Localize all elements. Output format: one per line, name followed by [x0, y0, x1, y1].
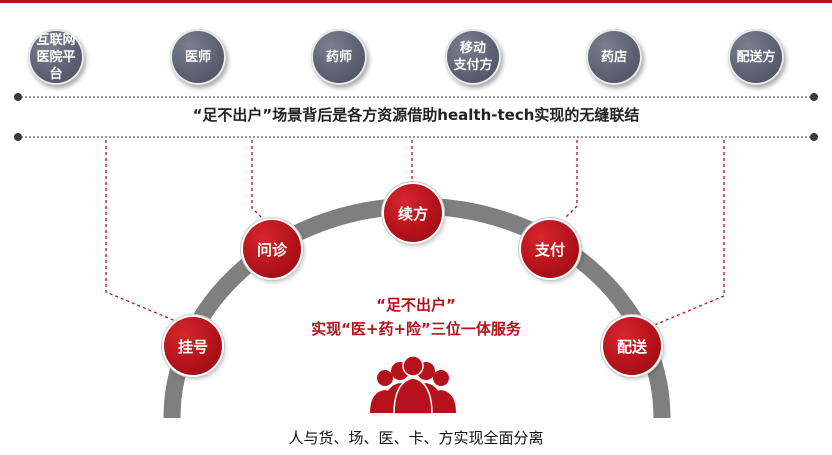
- connection-caption: “足不出户”场景背后是各方资源借助health-tech实现的无缝联结: [192, 106, 640, 124]
- actor-pharmacy: 药店: [586, 29, 642, 85]
- lower-line-left-dot: [14, 133, 22, 141]
- step-registration: 挂号: [164, 317, 222, 375]
- step-payment: 支付: [521, 220, 579, 278]
- upper-line-left-dot: [14, 93, 22, 101]
- actor-pharmacist: 药师: [311, 29, 367, 85]
- people-group-icon: [370, 355, 456, 415]
- center-headline: “足不出户”: [376, 296, 456, 314]
- step-delivery: 配送: [603, 317, 661, 375]
- actor-mobile-payer: 移动 支付方: [445, 29, 501, 85]
- bottom-summary: 人与货、场、医、卡、方实现全面分离: [288, 429, 544, 447]
- top-accent-line: [0, 0, 832, 3]
- step-delivery-label: 配送: [616, 337, 647, 356]
- upper-line-right-dot: [810, 93, 818, 101]
- lower-dotted-line: [18, 136, 814, 138]
- lower-line-right-dot: [810, 133, 818, 141]
- connector-consultation: [251, 140, 263, 219]
- step-prescription-renewal-label: 续方: [397, 204, 428, 223]
- step-consultation-label: 问诊: [256, 240, 287, 259]
- step-prescription-renewal: 续方: [384, 184, 442, 242]
- center-subline: 实现“医+药+险”三位一体服务: [311, 320, 521, 338]
- connector-payment: [564, 140, 578, 219]
- actor-physician: 医师: [170, 29, 226, 85]
- step-consultation: 问诊: [243, 220, 301, 278]
- step-payment-label: 支付: [534, 240, 565, 259]
- upper-dotted-line: [18, 96, 814, 98]
- connector-delivery: [651, 140, 725, 327]
- connector-registration: [105, 140, 179, 323]
- actor-delivery: 配送方: [728, 29, 784, 85]
- step-registration-label: 挂号: [177, 337, 208, 356]
- actor-internet-hospital-platform: 互联网 医院平台: [28, 29, 84, 85]
